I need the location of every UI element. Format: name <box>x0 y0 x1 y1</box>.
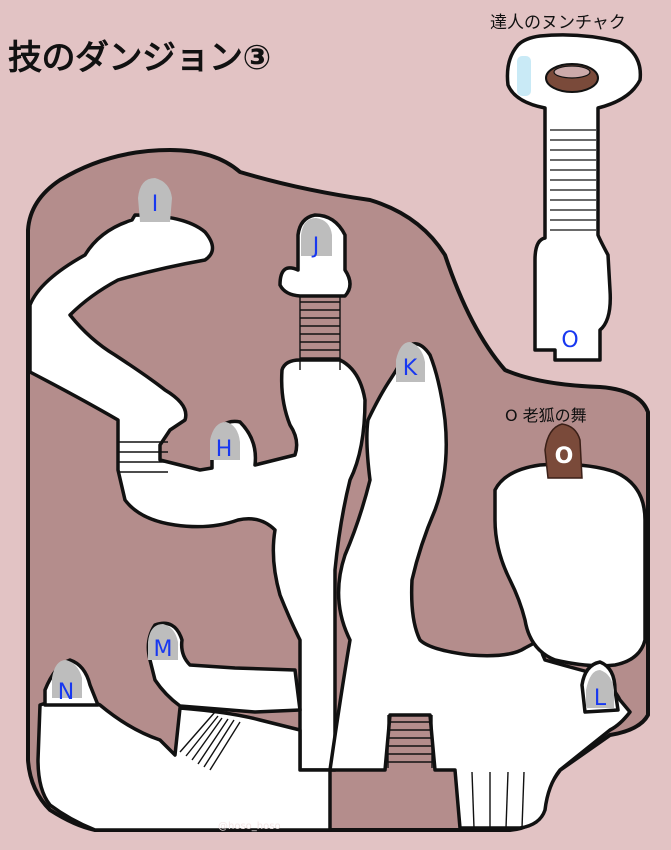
marker-l: L <box>593 685 607 711</box>
map-title: 技のダンジョン③ <box>8 38 271 78</box>
side-room-title: 達人のヌンチャク <box>490 13 626 33</box>
cap-j <box>301 218 332 256</box>
pedestal-icon <box>545 63 599 93</box>
stairs-southeast <box>455 771 525 829</box>
stairs-j <box>299 296 341 370</box>
marker-n: N <box>57 679 75 705</box>
watermark: @hoso_hoso <box>218 821 281 832</box>
cap-l <box>586 670 614 708</box>
marker-o-side: O <box>561 327 579 353</box>
marker-k: K <box>402 355 418 381</box>
cap-m <box>148 624 178 660</box>
side-room <box>505 33 643 362</box>
corridor-west <box>28 213 367 772</box>
marker-m: M <box>153 636 173 662</box>
side-room-stairs <box>550 129 596 231</box>
item-stone-icon <box>544 423 583 479</box>
stairs-center <box>387 715 433 768</box>
item-note: O 老狐の舞 <box>505 406 587 425</box>
marker-h: H <box>215 436 233 462</box>
marker-i: I <box>151 191 159 217</box>
cap-i <box>138 178 172 222</box>
crystal-icon <box>517 56 531 96</box>
cap-h <box>210 422 240 460</box>
cap-k <box>396 342 425 382</box>
stairs-west <box>118 441 168 473</box>
stairs-m <box>179 711 241 771</box>
item-marker: O <box>554 443 574 469</box>
cap-n <box>52 660 82 698</box>
marker-j: J <box>312 233 320 259</box>
